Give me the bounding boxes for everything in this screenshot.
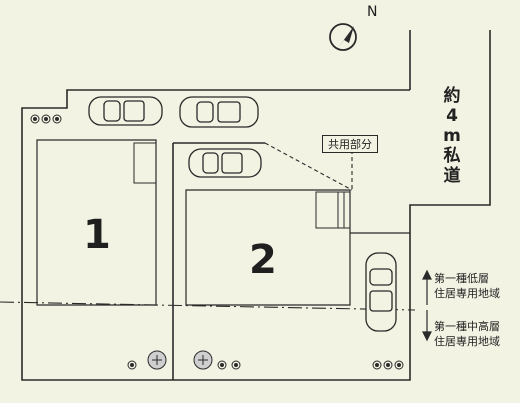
shrub-icon	[52, 114, 62, 124]
shrub-icon	[394, 360, 404, 370]
shrub-icon	[41, 114, 51, 124]
shrub-icon	[217, 360, 227, 370]
shared-area-boundary	[264, 142, 353, 191]
shrub-icon	[231, 360, 241, 370]
compass-icon	[329, 23, 357, 51]
lot-2-number: 2	[249, 237, 277, 283]
shrub-icon	[372, 360, 382, 370]
shrub-icon	[30, 114, 40, 124]
zone-lower-label: 第一種中高層 住居専用地域	[434, 320, 500, 348]
zone-upper-label: 第一種低層 住居専用地域	[434, 272, 500, 300]
tree-icon	[147, 350, 167, 370]
shared-area-label: 共用部分	[322, 135, 378, 153]
tree-icon	[193, 350, 213, 370]
car-icon	[179, 96, 259, 128]
car-icon	[88, 96, 163, 126]
lot-1-number: 1	[83, 212, 111, 258]
car-icon	[188, 148, 262, 178]
car-icon	[365, 252, 397, 332]
shrub-icon	[383, 360, 393, 370]
building-2-outline	[185, 189, 351, 306]
shrub-icon	[127, 360, 137, 370]
building-1-entry	[133, 142, 157, 184]
north-label: N	[367, 4, 378, 20]
site-boundary	[21, 30, 491, 381]
building-2-entry	[315, 191, 351, 229]
zoning-boundary	[0, 301, 416, 311]
private-road-label: 約 4 m 私 道	[443, 86, 461, 186]
